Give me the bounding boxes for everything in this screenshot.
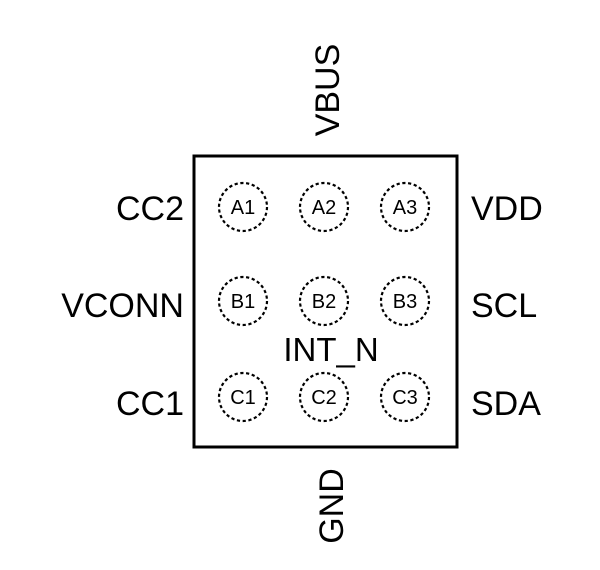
ball-c1-label: C1	[230, 387, 256, 409]
ball-c3-circle	[379, 371, 431, 423]
pin-scl-label: SCL	[471, 287, 537, 325]
ball-c2: C2	[298, 371, 350, 423]
ball-b2: B2	[298, 275, 350, 327]
ball-c1-circle	[217, 371, 269, 423]
pin-cc2-label: CC2	[116, 190, 184, 228]
pin-vdd-label: VDD	[471, 190, 543, 228]
ball-a3: A3	[379, 181, 431, 233]
ball-a1-label: A1	[231, 197, 255, 219]
ball-c3: C3	[379, 371, 431, 423]
ball-b3-label: B3	[393, 291, 417, 313]
ball-a2-label: A2	[312, 197, 336, 219]
ball-c2-circle	[298, 371, 350, 423]
ball-c1: C1	[217, 371, 269, 423]
ball-b1: B1	[217, 275, 269, 327]
package-outline	[192, 154, 459, 449]
pin-cc1-label: CC1	[116, 385, 184, 423]
pin-vbus-label: VBUS	[309, 44, 347, 137]
ball-a3-label: A3	[393, 197, 417, 219]
ball-b2-label: B2	[312, 291, 336, 313]
ball-b3: B3	[379, 275, 431, 327]
pin-sda-label: SDA	[471, 385, 541, 423]
ball-b3-circle	[379, 275, 431, 327]
pin-gnd-label: GND	[313, 468, 351, 544]
ball-a2-circle	[298, 181, 350, 233]
ball-a1-circle	[217, 181, 269, 233]
ball-c2-label: C2	[311, 387, 337, 409]
ball-a3-circle	[379, 181, 431, 233]
ball-b1-circle	[217, 275, 269, 327]
ball-a1: A1	[217, 181, 269, 233]
int-n-label: INT_N	[283, 331, 378, 368]
ball-b1-label: B1	[231, 291, 255, 313]
ball-b2-circle	[298, 275, 350, 327]
ball-c3-label: C3	[392, 387, 418, 409]
pin-vconn-label: VCONN	[61, 287, 184, 325]
ball-a2: A2	[298, 181, 350, 233]
